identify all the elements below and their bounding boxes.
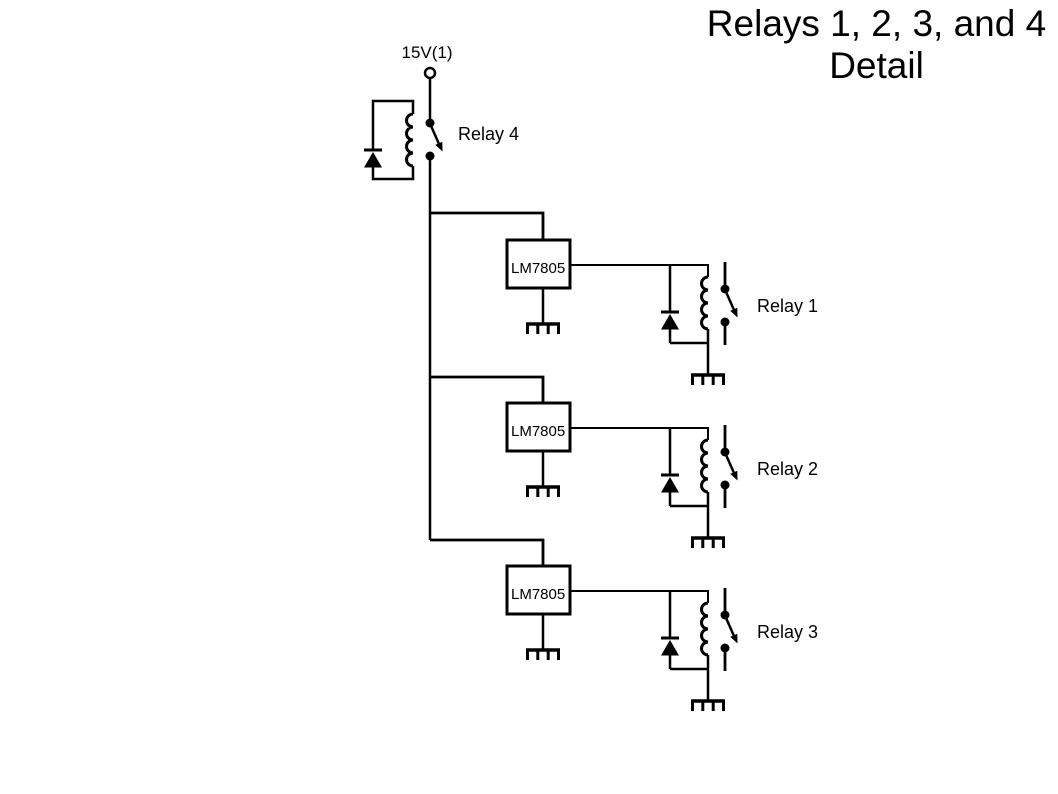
relay2-coil-bottom-wire xyxy=(670,492,710,508)
regulator-stage-2: LM7805 Relay 2 xyxy=(505,401,818,550)
relay1-flyback-diode-icon xyxy=(659,310,681,331)
regulator-stage-1: LM7805 Relay 1 xyxy=(505,238,818,387)
power-bus xyxy=(428,156,545,566)
relay3-flyback-diode-icon xyxy=(659,636,681,657)
title-line-2: Detail xyxy=(829,45,924,86)
relay1-coil-bottom-wire xyxy=(670,329,710,345)
title-line-1: Relays 1, 2, 3, and 4 xyxy=(706,3,1047,44)
regulator3-label: LM7805 xyxy=(511,586,565,603)
relay3-ground-icon xyxy=(689,699,727,713)
relay4-coil-icon xyxy=(405,112,415,168)
regulator3-ground-icon xyxy=(524,648,562,662)
relay1-coil-icon xyxy=(700,275,710,331)
supply-voltage-label: 15V(1) xyxy=(401,43,452,62)
regulator3-box xyxy=(505,564,572,616)
relay4-coil-assembly xyxy=(362,99,415,181)
relay3-contacts-icon xyxy=(719,609,739,654)
relay4-label: Relay 4 xyxy=(458,124,519,144)
power-supply: 15V(1) xyxy=(401,43,453,123)
relay3-coil-bottom-wire xyxy=(670,655,710,671)
regulator3-output-wire xyxy=(570,590,709,603)
branch-wire-3 xyxy=(430,538,545,566)
relay4-coil-bottom-wire xyxy=(371,166,415,181)
page-title: Relays 1, 2, 3, and 4 Detail xyxy=(594,3,1058,87)
relay2-coil-icon xyxy=(700,438,710,494)
branch-wire-2 xyxy=(430,375,545,403)
relay2-ground-icon xyxy=(689,536,727,550)
relay4-unit: Relay 4 xyxy=(362,99,519,181)
relay2-label: Relay 2 xyxy=(757,459,818,479)
regulator2-label: LM7805 xyxy=(511,423,565,440)
regulator-stage-3: LM7805 Relay 3 xyxy=(505,564,818,713)
relay1-label: Relay 1 xyxy=(757,296,818,316)
relay4-flyback-diode-icon xyxy=(362,148,384,169)
relay4-coil-top-wire xyxy=(371,99,415,150)
relay2-contacts-icon xyxy=(719,446,739,491)
relay1-contacts-icon xyxy=(719,283,739,328)
supply-terminal-icon xyxy=(423,66,437,80)
relay3-label: Relay 3 xyxy=(757,622,818,642)
regulator1-output-wire xyxy=(570,264,709,277)
branch-wire-1 xyxy=(430,211,545,240)
relay2-flyback-diode-icon xyxy=(659,473,681,494)
relay1-ground-icon xyxy=(689,373,727,387)
regulator2-ground-icon xyxy=(524,485,562,499)
regulator1-ground-icon xyxy=(524,322,562,336)
regulator1-label: LM7805 xyxy=(511,260,565,277)
relay4-contacts-icon xyxy=(424,117,444,162)
regulator2-output-wire xyxy=(570,427,709,440)
relay3-coil-icon xyxy=(700,601,710,657)
